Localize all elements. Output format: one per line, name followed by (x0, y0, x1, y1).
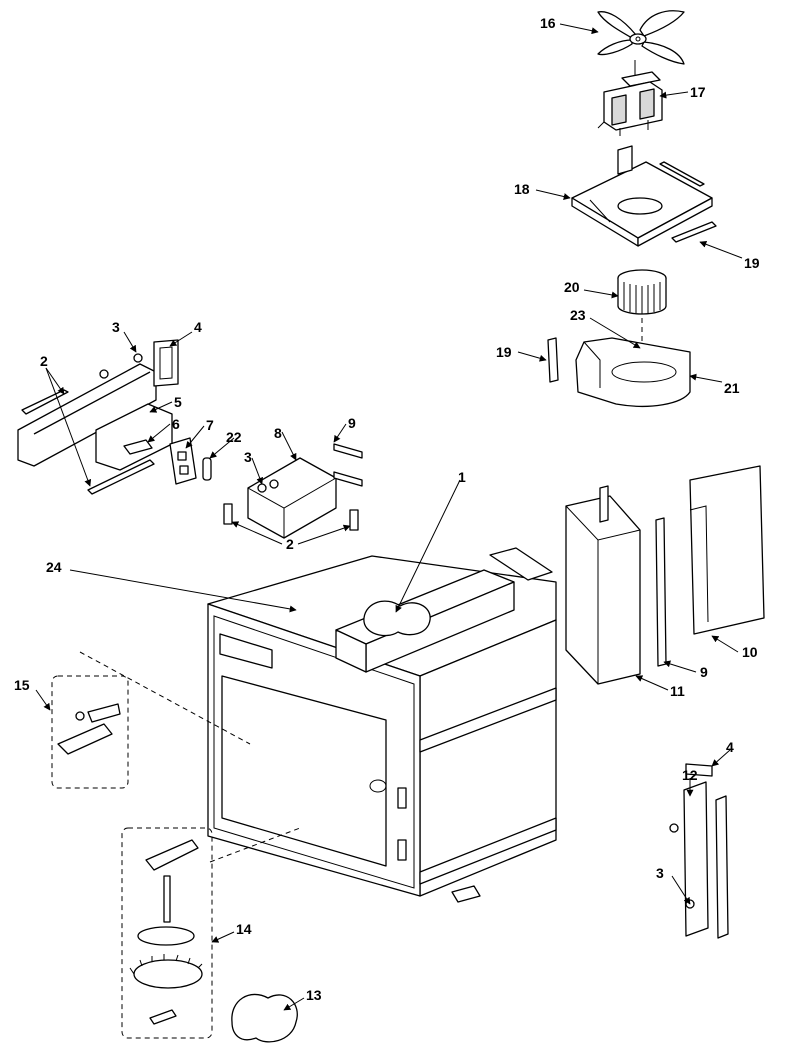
strip-part-19-lower (547, 337, 559, 383)
spacer-part-2-lower (223, 503, 359, 531)
side-bracket-part-11 (565, 485, 641, 685)
stirrer-cover-part-13 (231, 993, 298, 1043)
callout-22: 22 (226, 429, 242, 445)
duct-bracket-part-8 (247, 457, 337, 539)
clip-bottom (451, 885, 481, 903)
callout-8: 8 (274, 425, 282, 441)
callout-23: 23 (570, 307, 586, 323)
oven-cavity-part-24 (207, 547, 557, 897)
leader-lines (35, 23, 743, 1011)
callout-7: 7 (206, 417, 214, 433)
callout-17: 17 (690, 84, 706, 100)
callout-4-lower: 4 (726, 739, 734, 755)
callout-20: 20 (564, 279, 580, 295)
motor-bracket-part-18 (571, 145, 713, 247)
callout-5: 5 (174, 394, 182, 410)
pad-part-9-mid (333, 443, 363, 487)
callout-11: 11 (670, 683, 685, 699)
callout-18: 18 (514, 181, 530, 197)
callout-24: 24 (46, 559, 62, 575)
fan-motor-part-17 (597, 60, 663, 136)
callout-3-lower: 3 (656, 865, 664, 881)
callout-12: 12 (682, 767, 698, 783)
callout-9-right: 9 (700, 664, 708, 680)
callout-19-lower: 19 (496, 344, 512, 360)
pad-part-4-lower (685, 763, 713, 777)
stirrer-assembly-part-14 (121, 827, 301, 1039)
strip-part-19-upper (659, 161, 717, 243)
callout-10: 10 (742, 644, 758, 660)
callout-14: 14 (236, 921, 252, 937)
latch-detail-part-15 (51, 651, 251, 789)
callout-1: 1 (458, 469, 466, 485)
callout-4: 4 (194, 319, 202, 335)
shield-panel-part-10 (689, 465, 765, 635)
left-duct-assembly (17, 353, 173, 495)
callout-2-lower: 2 (286, 536, 294, 552)
blower-housing-part-21 (575, 337, 691, 407)
callout-19: 19 (744, 255, 760, 271)
bracket-part-4-upper (153, 339, 179, 387)
callout-labels: 16 17 18 19 20 23 19 21 3 4 2 5 6 7 22 8… (14, 15, 760, 1003)
clip-part-6 (123, 439, 153, 455)
callout-3: 3 (112, 319, 120, 335)
fuse-part-22 (202, 457, 212, 481)
callout-2: 2 (40, 353, 48, 369)
callout-3-mid: 3 (244, 449, 252, 465)
interlock-bracket-part-7 (169, 437, 197, 485)
side-rail-part-12 (669, 781, 729, 939)
callout-16: 16 (540, 15, 556, 31)
fan-blade-part-16 (597, 10, 685, 65)
strip-part-9-right (655, 517, 667, 667)
callout-13: 13 (306, 987, 322, 1003)
callout-9: 9 (348, 415, 356, 431)
callout-6: 6 (172, 416, 180, 432)
callout-21: 21 (724, 380, 740, 396)
waveguide-cover-part-1 (335, 569, 515, 673)
callout-15: 15 (14, 677, 30, 693)
blower-wheel-part-20 (617, 269, 667, 345)
